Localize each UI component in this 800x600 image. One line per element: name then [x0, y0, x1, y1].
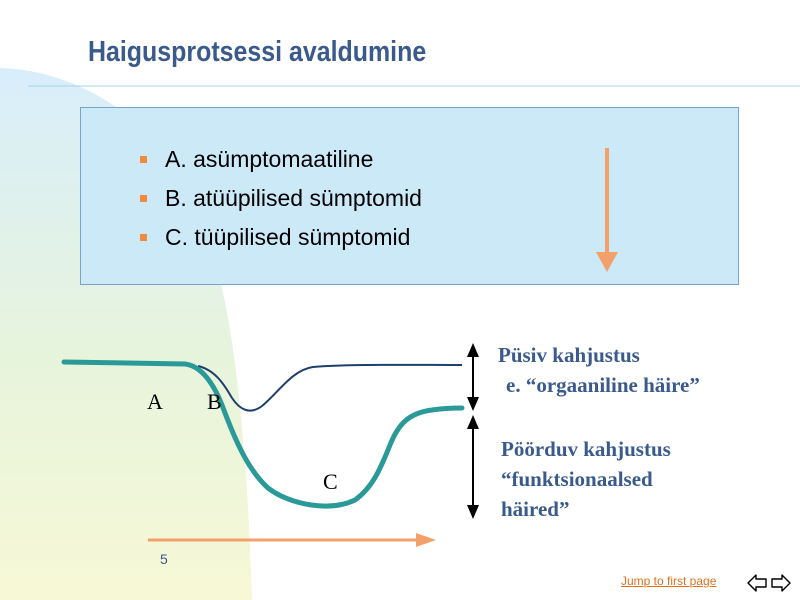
prev-arrow-icon: [747, 574, 767, 592]
bullet-list: A. asümptomaatiline B. atüüpilised sümpt…: [81, 146, 422, 263]
jump-to-first-page-link[interactable]: Jump to first page: [621, 574, 717, 588]
square-bullet-icon: [140, 195, 147, 202]
prev-next-arrows-icon[interactable]: [746, 572, 792, 594]
permanent-damage-line-2: e. “orgaaniline häire”: [506, 373, 700, 397]
reversible-damage-note: Pöörduv kahjustus “funktsionaalsed häire…: [501, 434, 671, 524]
label-a: A: [147, 389, 163, 414]
bullet-item-b: B. atüüpilised sümptomid: [81, 185, 422, 224]
permanent-damage-note: Püsiv kahjustus e. “orgaaniline häire”: [498, 340, 700, 400]
page-number: 5: [160, 551, 168, 567]
reversible-damage-line-1: Pöörduv kahjustus: [501, 437, 671, 461]
square-bullet-icon: [140, 156, 147, 163]
square-bullet-icon: [140, 234, 147, 241]
reversible-damage-line-2: “funktsionaalsed: [501, 467, 653, 491]
bullet-text-a: A. asümptomaatiline: [165, 146, 374, 172]
bullet-item-c: C. tüüpilised sümptomid: [81, 224, 422, 263]
bullet-text-c: C. tüüpilised sümptomid: [165, 224, 411, 250]
reversible-damage-line-3: häired”: [501, 497, 570, 521]
next-arrow-icon: [771, 574, 791, 592]
bullet-box: A. asümptomaatiline B. atüüpilised sümpt…: [80, 107, 739, 285]
bullet-item-a: A. asümptomaatiline: [81, 146, 422, 185]
permanent-damage-line-1: Püsiv kahjustus: [498, 343, 640, 367]
bullet-text-b: B. atüüpilised sümptomid: [165, 185, 422, 211]
label-c: C: [323, 469, 338, 494]
label-b: B: [207, 389, 222, 414]
slide-title: Haigusprotsessi avaldumine: [88, 36, 427, 68]
